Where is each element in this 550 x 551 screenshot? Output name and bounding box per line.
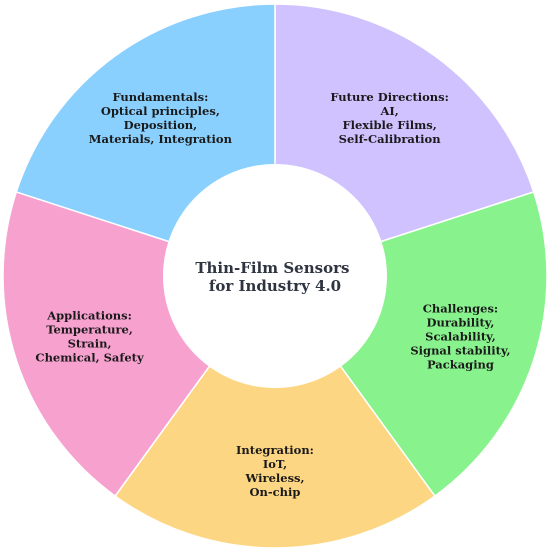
- segment-label-challenges: Challenges:Durability,Scalability,Signal…: [410, 301, 510, 371]
- segment-label-line: Materials, Integration: [89, 132, 233, 146]
- segment-label-line: On-chip: [250, 485, 301, 499]
- segment-label-line: Scalability,: [425, 329, 496, 343]
- segment-label-line: Integration:: [236, 443, 314, 457]
- segment-integration: [114, 274, 436, 549]
- segment-label-line: Future Directions:: [330, 90, 449, 104]
- center-title-line-2: for Industry 4.0: [209, 277, 341, 295]
- segment-label-integration: Integration:IoT,Wireless,On-chip: [236, 443, 314, 499]
- segment-label-line: Signal stability,: [410, 343, 510, 357]
- labels-layer: Future Directions:AI,Flexible Films,Self…: [35, 90, 510, 499]
- center-hole: [163, 164, 387, 388]
- segment-label-line: IoT,: [263, 457, 287, 471]
- center-title-line-1: Thin-Film Sensors: [195, 259, 349, 277]
- segment-label-line: Wireless,: [244, 471, 304, 485]
- segment-label-line: Applications:: [46, 308, 132, 322]
- segment-label-future-directions: Future Directions:AI,Flexible Films,Self…: [330, 90, 449, 146]
- segment-label-line: Challenges:: [423, 301, 498, 315]
- segment-label-line: Self-Calibration: [339, 132, 442, 146]
- segment-label-line: Fundamentals:: [112, 90, 208, 104]
- segment-label-line: Temperature,: [46, 322, 133, 336]
- center-title: Thin-Film Sensors for Industry 4.0: [195, 259, 354, 295]
- segment-label-line: AI,: [379, 104, 398, 118]
- segment-label-line: Chemical, Safety: [35, 350, 144, 364]
- segment-label-line: Durability,: [427, 315, 495, 329]
- segment-label-line: Deposition,: [124, 118, 198, 132]
- segment-label-fundamentals: Fundamentals:Optical principles,Depositi…: [89, 90, 233, 146]
- segment-label-applications: Applications:Temperature,Strain,Chemical…: [35, 308, 144, 364]
- segment-label-line: Packaging: [427, 357, 494, 371]
- segment-label-line: Optical principles,: [101, 104, 220, 118]
- segment-label-line: Flexible Films,: [342, 118, 436, 132]
- segment-label-line: Strain,: [68, 336, 112, 350]
